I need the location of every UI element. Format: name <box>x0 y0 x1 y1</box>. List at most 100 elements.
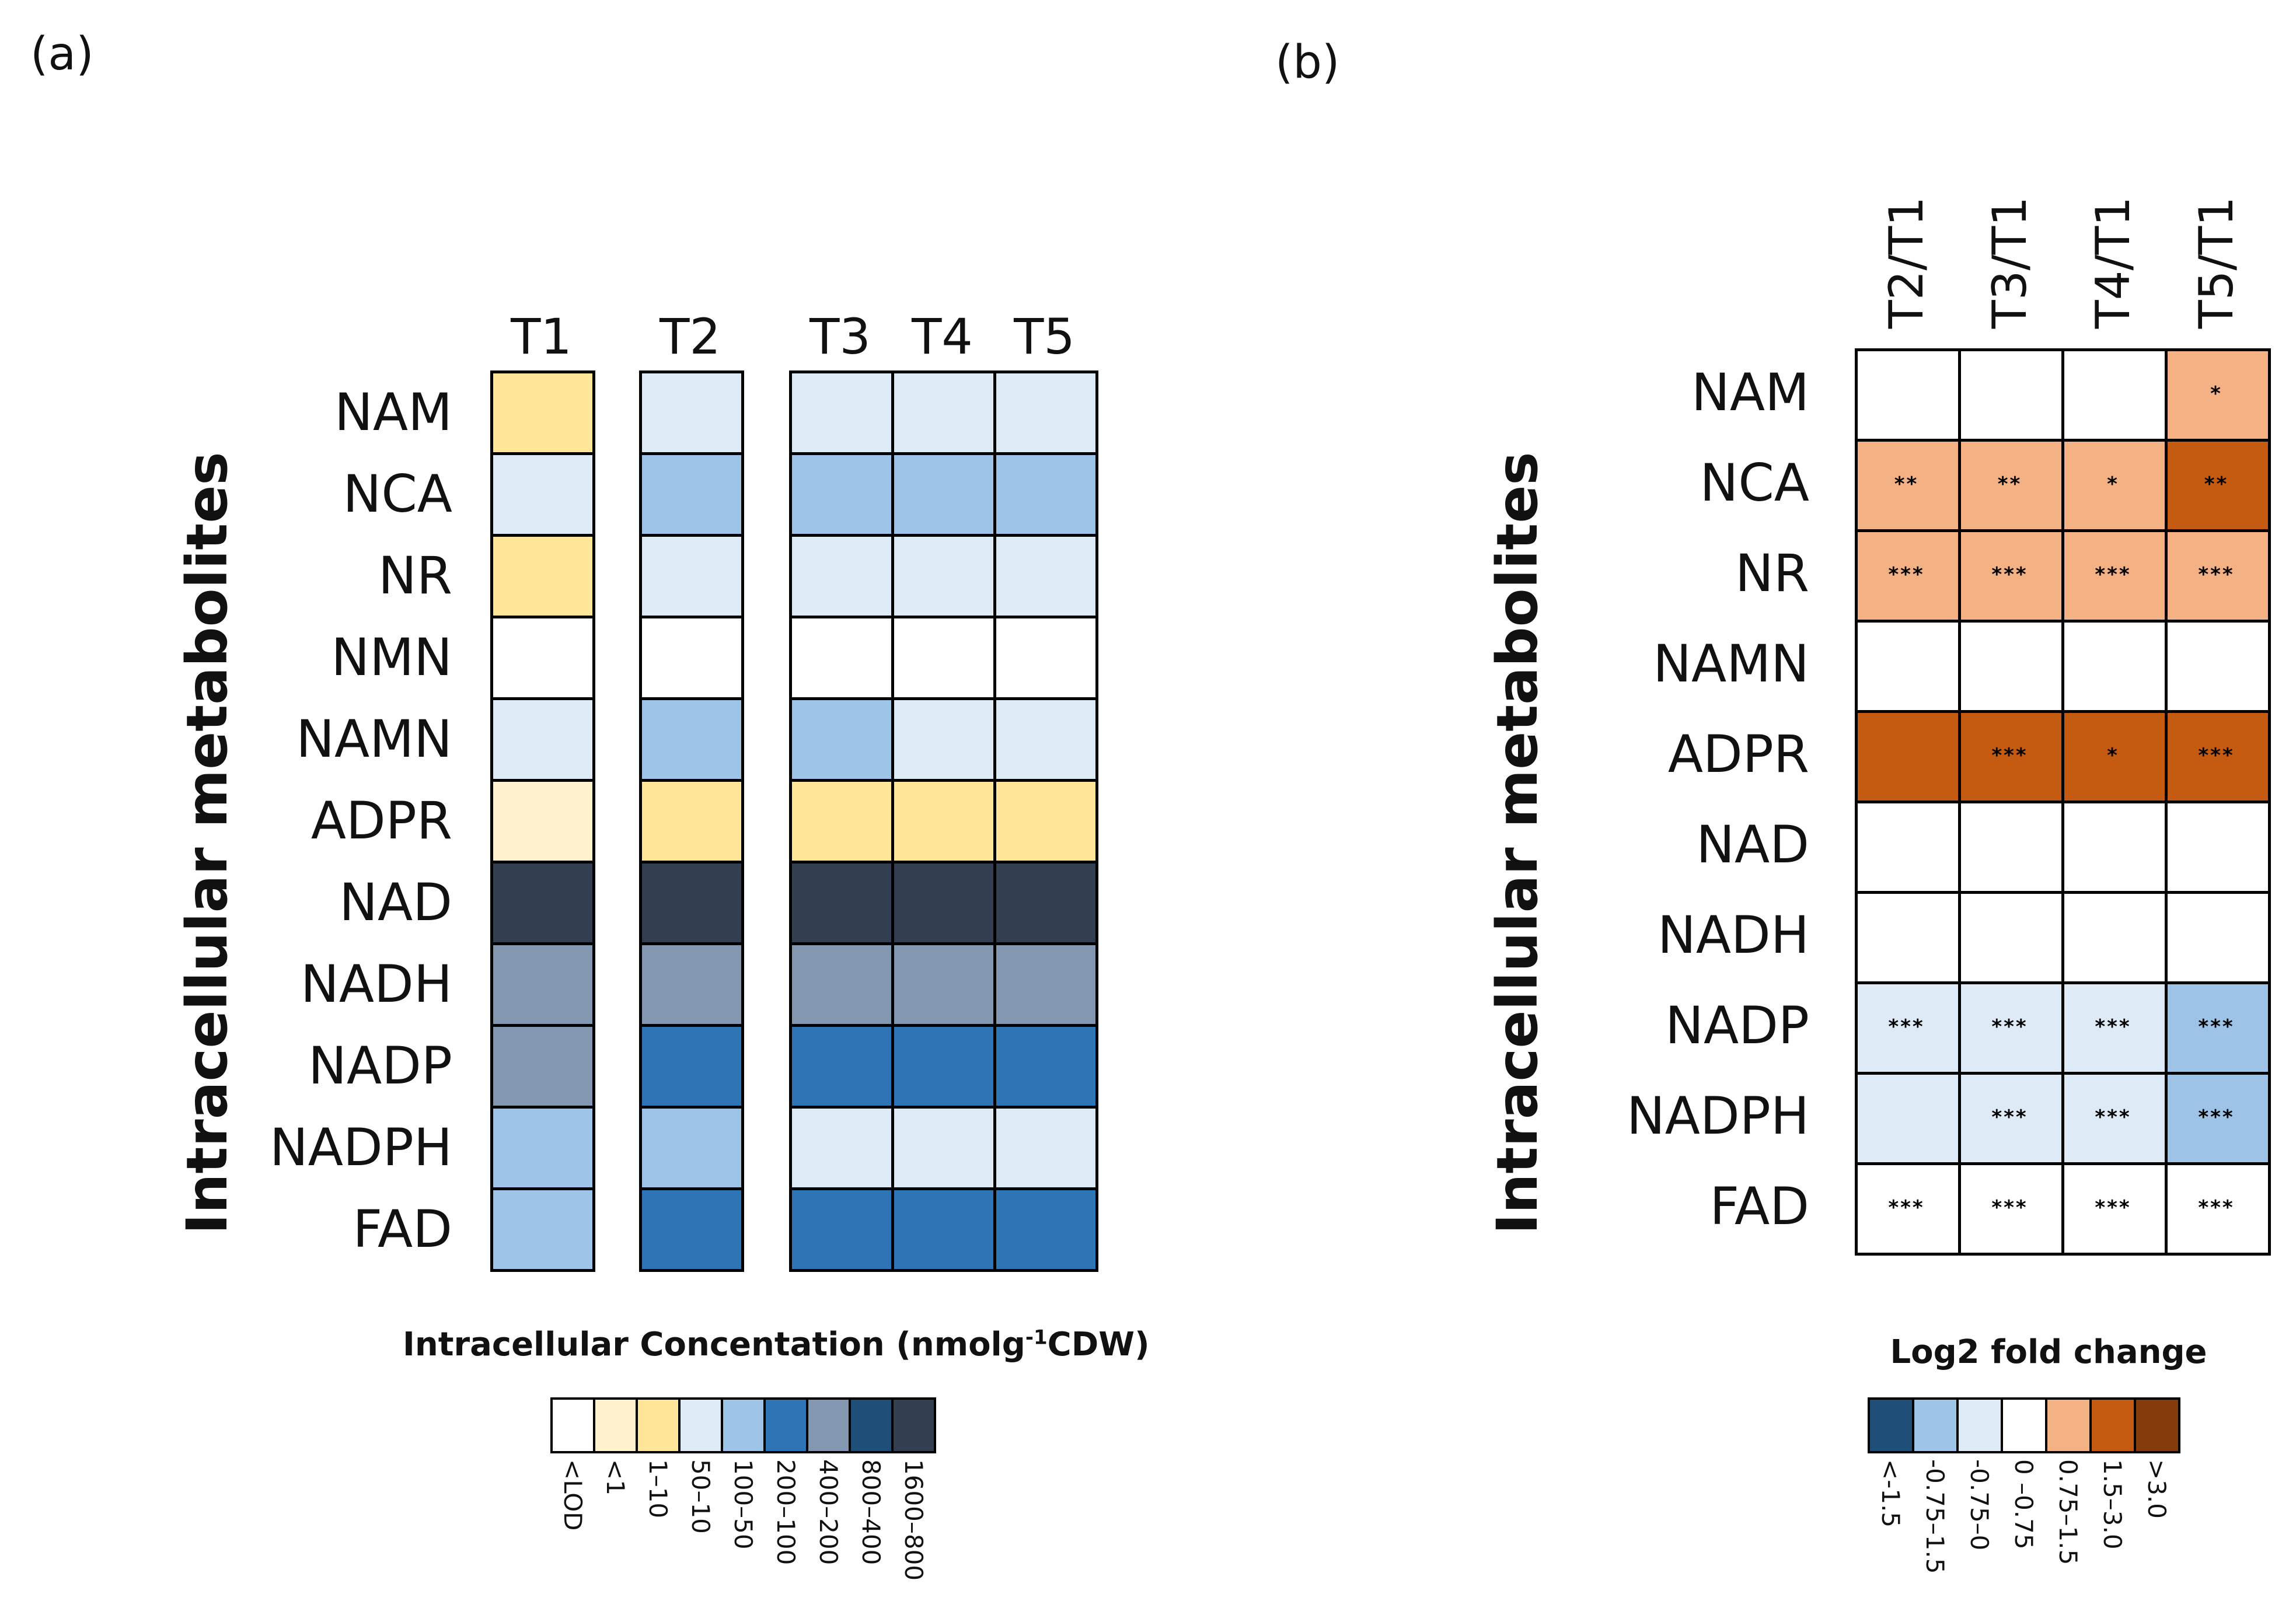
legend-a-tick-label: 800–400 <box>856 1459 885 1565</box>
heatmap-cell <box>1958 620 2064 713</box>
heatmap-cell <box>1958 891 2064 984</box>
heatmap-cell <box>891 452 996 537</box>
heatmap-cell <box>1855 620 1961 713</box>
significance-label: *** <box>2198 743 2235 767</box>
significance-label: *** <box>1888 1015 1925 1039</box>
heatmap-cell <box>891 1187 996 1272</box>
heatmap-cell <box>891 616 996 700</box>
row-label-nr: NR <box>378 546 452 606</box>
col-label-t3: T3 <box>809 308 871 365</box>
heatmap-cell <box>1958 800 2064 894</box>
col-label-t2: T2 <box>660 308 721 365</box>
row-label-nad: NAD <box>339 872 452 932</box>
heatmap-cell <box>490 452 595 537</box>
panel-a-label: (a) <box>30 28 94 81</box>
heatmap-cell <box>789 1106 894 1190</box>
heatmap-cell <box>490 1106 595 1190</box>
legend-a-tick-label: 50–10 <box>686 1459 715 1534</box>
heatmap-cell <box>490 1024 595 1109</box>
significance-label: *** <box>2095 1015 2131 1039</box>
legend-a-tick-label: 1–10 <box>643 1459 672 1519</box>
row-label-nr: NR <box>1735 543 1809 603</box>
significance-label: *** <box>1888 1195 1925 1219</box>
heatmap-cell <box>789 779 894 864</box>
col-label-t5: T5 <box>1014 308 1075 365</box>
row-label-fad: FAD <box>1709 1176 1810 1236</box>
legend-a-tick-label: 200–100 <box>771 1459 800 1565</box>
heatmap-cell <box>2165 800 2271 894</box>
heatmap-cell <box>1958 1072 2064 1165</box>
row-label-nadph: NADPH <box>269 1117 452 1177</box>
significance-label: *** <box>1991 1195 2028 1219</box>
significance-label: * <box>2210 382 2222 406</box>
heatmap-cell <box>789 452 894 537</box>
significance-label: *** <box>2198 562 2235 586</box>
col-label-t3-t1: T3/T1 <box>1982 196 2037 329</box>
heatmap-cell <box>1855 800 1961 894</box>
heatmap-cell <box>1855 439 1961 532</box>
significance-label: *** <box>1991 562 2028 586</box>
heatmap-cell <box>2061 981 2168 1075</box>
heatmap-cell <box>1855 981 1961 1075</box>
heatmap-cell <box>490 616 595 700</box>
col-label-t4-t1: T4/T1 <box>2085 196 2140 329</box>
legend-b-swatch <box>2089 1397 2136 1453</box>
heatmap-cell <box>891 534 996 618</box>
heatmap-cell <box>993 534 1098 618</box>
legend-b-tick-label: <-1.5 <box>1876 1459 1905 1528</box>
heatmap-cell <box>789 1024 894 1109</box>
heatmap-cell <box>2061 348 2168 442</box>
significance-label: *** <box>2198 1195 2235 1219</box>
heatmap-cell <box>2165 620 2271 713</box>
row-label-namn: NAMN <box>296 709 452 769</box>
heatmap-cell <box>789 861 894 945</box>
legend-a-swatch <box>593 1397 638 1453</box>
heatmap-cell <box>789 1187 894 1272</box>
legend-b-swatch <box>1912 1397 1959 1453</box>
significance-label: *** <box>2198 1105 2235 1129</box>
col-label-t5-t1: T5/T1 <box>2189 196 2243 329</box>
legend-a-swatch <box>721 1397 766 1453</box>
heatmap-cell <box>891 697 996 782</box>
heatmap-cell <box>993 1024 1098 1109</box>
legend-b-tick-label: 0 –0.75 <box>2009 1459 2038 1550</box>
heatmap-cell <box>639 616 744 700</box>
heatmap-cell <box>993 942 1098 1027</box>
significance-label: *** <box>1991 743 2028 767</box>
col-label-t4: T4 <box>912 308 973 365</box>
panel-b-label: (b) <box>1275 36 1340 89</box>
heatmap-cell <box>639 370 744 455</box>
heatmap-cell <box>639 697 744 782</box>
heatmap-cell <box>490 697 595 782</box>
significance-label: ** <box>1997 472 2022 496</box>
heatmap-cell <box>789 697 894 782</box>
heatmap-cell <box>639 942 744 1027</box>
heatmap-cell <box>2061 529 2168 623</box>
heatmap-cell <box>891 370 996 455</box>
heatmap-cell <box>789 534 894 618</box>
heatmap-cell <box>993 779 1098 864</box>
heatmap-cell <box>1958 348 2064 442</box>
legend-b-swatch <box>1956 1397 2003 1453</box>
significance-label: ** <box>1894 472 1919 496</box>
legend-b-swatch <box>2134 1397 2180 1453</box>
significance-label: *** <box>2095 1105 2131 1129</box>
heatmap-cell <box>993 616 1098 700</box>
heatmap-cell <box>1855 891 1961 984</box>
heatmap-cell <box>2165 981 2271 1075</box>
row-label-nadp: NADP <box>1665 995 1809 1055</box>
significance-label: *** <box>1888 562 1925 586</box>
row-label-nam: NAM <box>334 382 452 442</box>
heatmap-cell <box>1855 1072 1961 1165</box>
legend-a-tick-label: <LOD <box>558 1459 587 1531</box>
heatmap-cell <box>1855 710 1961 803</box>
significance-label: * <box>2107 743 2119 767</box>
legend-a-tick-label: 400–200 <box>814 1459 843 1565</box>
heatmap-cell <box>2165 529 2271 623</box>
heatmap-cell <box>2061 800 2168 894</box>
heatmap-cell <box>891 779 996 864</box>
heatmap-cell <box>490 779 595 864</box>
legend-b-swatch <box>1868 1397 1914 1453</box>
significance-label: *** <box>2198 1015 2235 1039</box>
heatmap-cell <box>490 534 595 618</box>
